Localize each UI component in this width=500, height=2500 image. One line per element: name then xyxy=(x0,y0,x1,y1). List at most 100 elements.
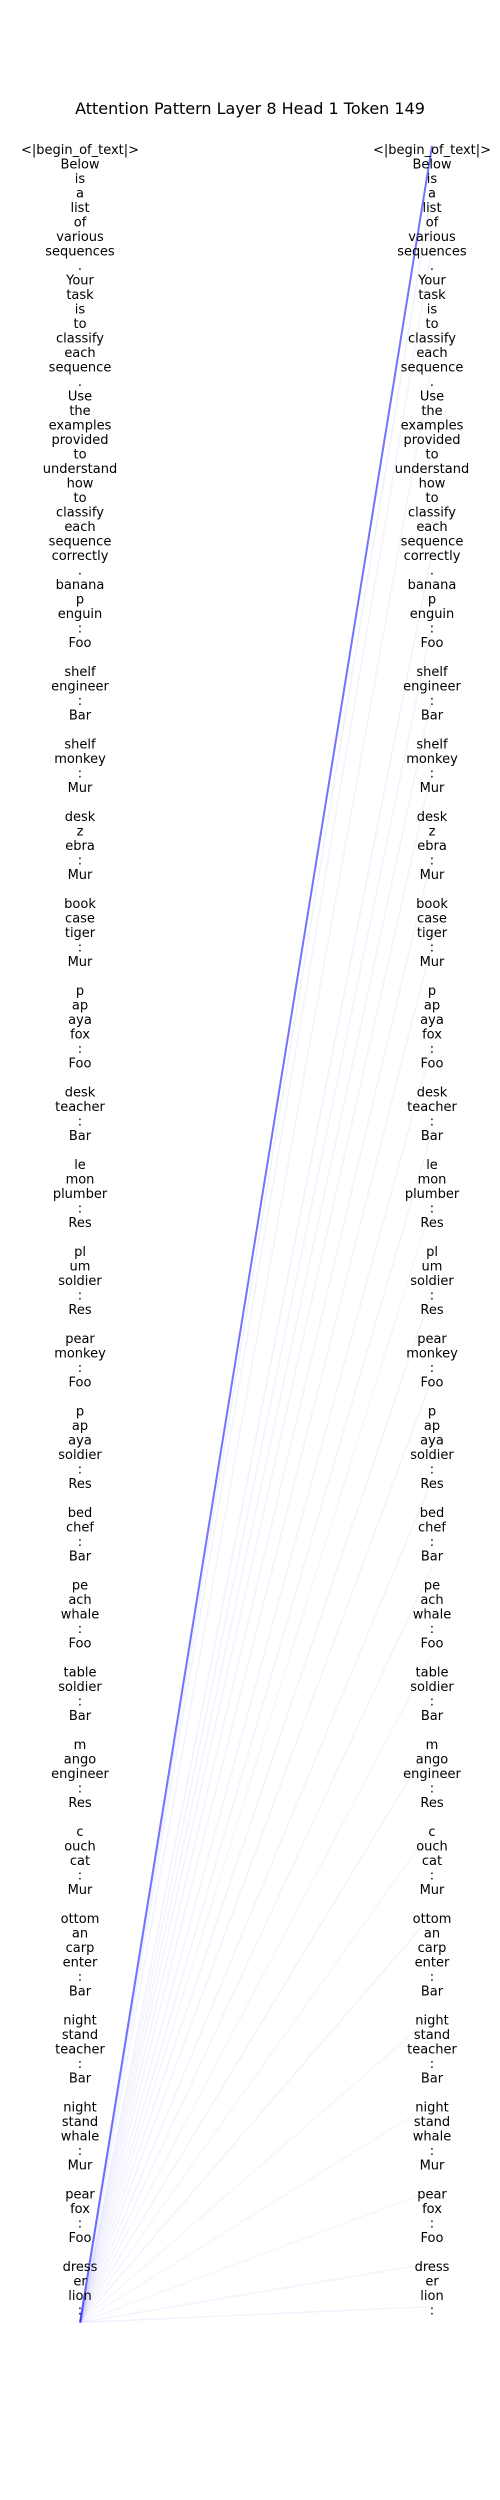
target-token-18: the xyxy=(421,404,442,419)
source-token-11: is xyxy=(75,303,86,318)
target-token-44: Mur xyxy=(420,781,445,796)
source-token-61: fox xyxy=(70,1028,90,1043)
source-token-63: Foo xyxy=(69,1057,92,1072)
source-token-112: engineer xyxy=(51,1767,109,1782)
source-token-56: Mur xyxy=(68,955,93,970)
source-token-133: Bar xyxy=(69,2072,92,2087)
attention-line-92 xyxy=(79,1479,433,2323)
source-token-92: Res xyxy=(68,1477,91,1492)
source-token-132: : xyxy=(78,2057,82,2072)
target-token-136: stand xyxy=(414,2115,450,2130)
attention-line-33 xyxy=(79,624,433,2323)
source-token-52: book xyxy=(64,897,96,912)
target-token-112: engineer xyxy=(403,1767,461,1782)
target-token-84: : xyxy=(430,1361,434,1376)
target-token-54: tiger xyxy=(417,926,448,941)
target-token-3: a xyxy=(428,187,436,202)
target-token-82: pear xyxy=(417,1332,447,1347)
target-token-138: : xyxy=(430,2144,434,2159)
source-token-46: desk xyxy=(65,810,96,825)
source-token-138: : xyxy=(78,2144,82,2159)
target-token-149: : xyxy=(430,2304,434,2319)
target-token-56: Mur xyxy=(420,955,445,970)
target-token-85: Foo xyxy=(421,1376,444,1391)
target-token-148: lion xyxy=(420,2289,443,2304)
target-token-6: various xyxy=(408,230,456,245)
attention-line-7 xyxy=(79,247,433,2323)
target-token-29: . xyxy=(430,564,434,579)
source-token-62: : xyxy=(78,1042,82,1057)
source-token-25: classify xyxy=(56,506,104,521)
source-token-84: : xyxy=(78,1361,82,1376)
target-token-2: is xyxy=(427,172,438,187)
attention-line-0 xyxy=(79,145,433,2323)
source-token-146: dress xyxy=(63,2260,98,2275)
target-token-39: Bar xyxy=(421,709,444,724)
source-token-139: Mur xyxy=(68,2159,93,2174)
target-token-114: Res xyxy=(420,1796,443,1811)
target-token-144: Foo xyxy=(421,2231,444,2246)
target-token-25: classify xyxy=(408,506,456,521)
source-token-74: Res xyxy=(68,1216,91,1231)
target-token-83: monkey xyxy=(406,1347,458,1362)
source-token-54: tiger xyxy=(65,926,96,941)
source-token-5: of xyxy=(74,216,87,231)
target-token-135: night xyxy=(415,2101,448,2116)
source-token-78: soldier xyxy=(58,1274,102,1289)
target-token-108: Bar xyxy=(421,1709,444,1724)
source-token-71: mon xyxy=(66,1173,95,1188)
target-token-120: Mur xyxy=(420,1883,445,1898)
source-token-6: various xyxy=(56,230,104,245)
attention-line-3 xyxy=(79,189,433,2323)
source-token-9: Your xyxy=(65,274,94,289)
source-token-99: pe xyxy=(72,1579,88,1594)
source-token-17: Use xyxy=(68,390,92,405)
attention-line-38 xyxy=(79,696,433,2323)
source-token-106: soldier xyxy=(58,1680,102,1695)
source-token-95: chef xyxy=(66,1521,94,1536)
source-token-44: Mur xyxy=(68,781,93,796)
target-token-123: an xyxy=(424,1927,440,1942)
target-token-88: ap xyxy=(424,1419,440,1434)
target-token-95: chef xyxy=(418,1521,446,1536)
source-token-2: is xyxy=(75,172,86,187)
source-token-77: um xyxy=(70,1260,91,1275)
source-token-42: monkey xyxy=(54,752,106,767)
target-token-79: : xyxy=(430,1289,434,1304)
source-token-0: <|begin_of_text|> xyxy=(21,143,139,158)
source-token-137: whale xyxy=(61,2130,99,2145)
source-token-47: z xyxy=(77,825,84,840)
attention-line-116 xyxy=(79,1827,433,2323)
source-token-27: sequence xyxy=(49,535,112,550)
source-token-85: Foo xyxy=(69,1376,92,1391)
target-token-116: c xyxy=(428,1825,435,1840)
source-token-70: le xyxy=(74,1158,86,1173)
source-token-13: classify xyxy=(56,332,104,347)
source-token-16: . xyxy=(78,375,82,390)
target-token-117: ouch xyxy=(416,1840,448,1855)
source-token-38: : xyxy=(78,694,82,709)
source-token-48: ebra xyxy=(65,839,95,854)
target-token-99: pe xyxy=(424,1579,440,1594)
target-token-5: of xyxy=(426,216,439,231)
target-token-143: : xyxy=(430,2217,434,2232)
source-token-29: . xyxy=(78,564,82,579)
target-token-132: : xyxy=(430,2057,434,2072)
target-token-103: Foo xyxy=(421,1637,444,1652)
target-token-89: aya xyxy=(420,1434,444,1449)
target-token-58: p xyxy=(428,984,436,999)
source-token-65: desk xyxy=(65,1086,96,1101)
target-token-38: : xyxy=(430,694,434,709)
source-token-94: bed xyxy=(68,1506,93,1521)
source-token-90: soldier xyxy=(58,1448,102,1463)
source-token-114: Res xyxy=(68,1796,91,1811)
target-token-92: Res xyxy=(420,1477,443,1492)
source-token-148: lion xyxy=(68,2289,91,2304)
target-token-100: ach xyxy=(420,1593,443,1608)
attention-line-79 xyxy=(79,1291,433,2323)
attention-line-55 xyxy=(79,943,433,2323)
source-token-37: engineer xyxy=(51,680,109,695)
target-token-127: Bar xyxy=(421,1985,444,2000)
target-token-77: um xyxy=(422,1260,443,1275)
target-token-50: Mur xyxy=(420,868,445,883)
